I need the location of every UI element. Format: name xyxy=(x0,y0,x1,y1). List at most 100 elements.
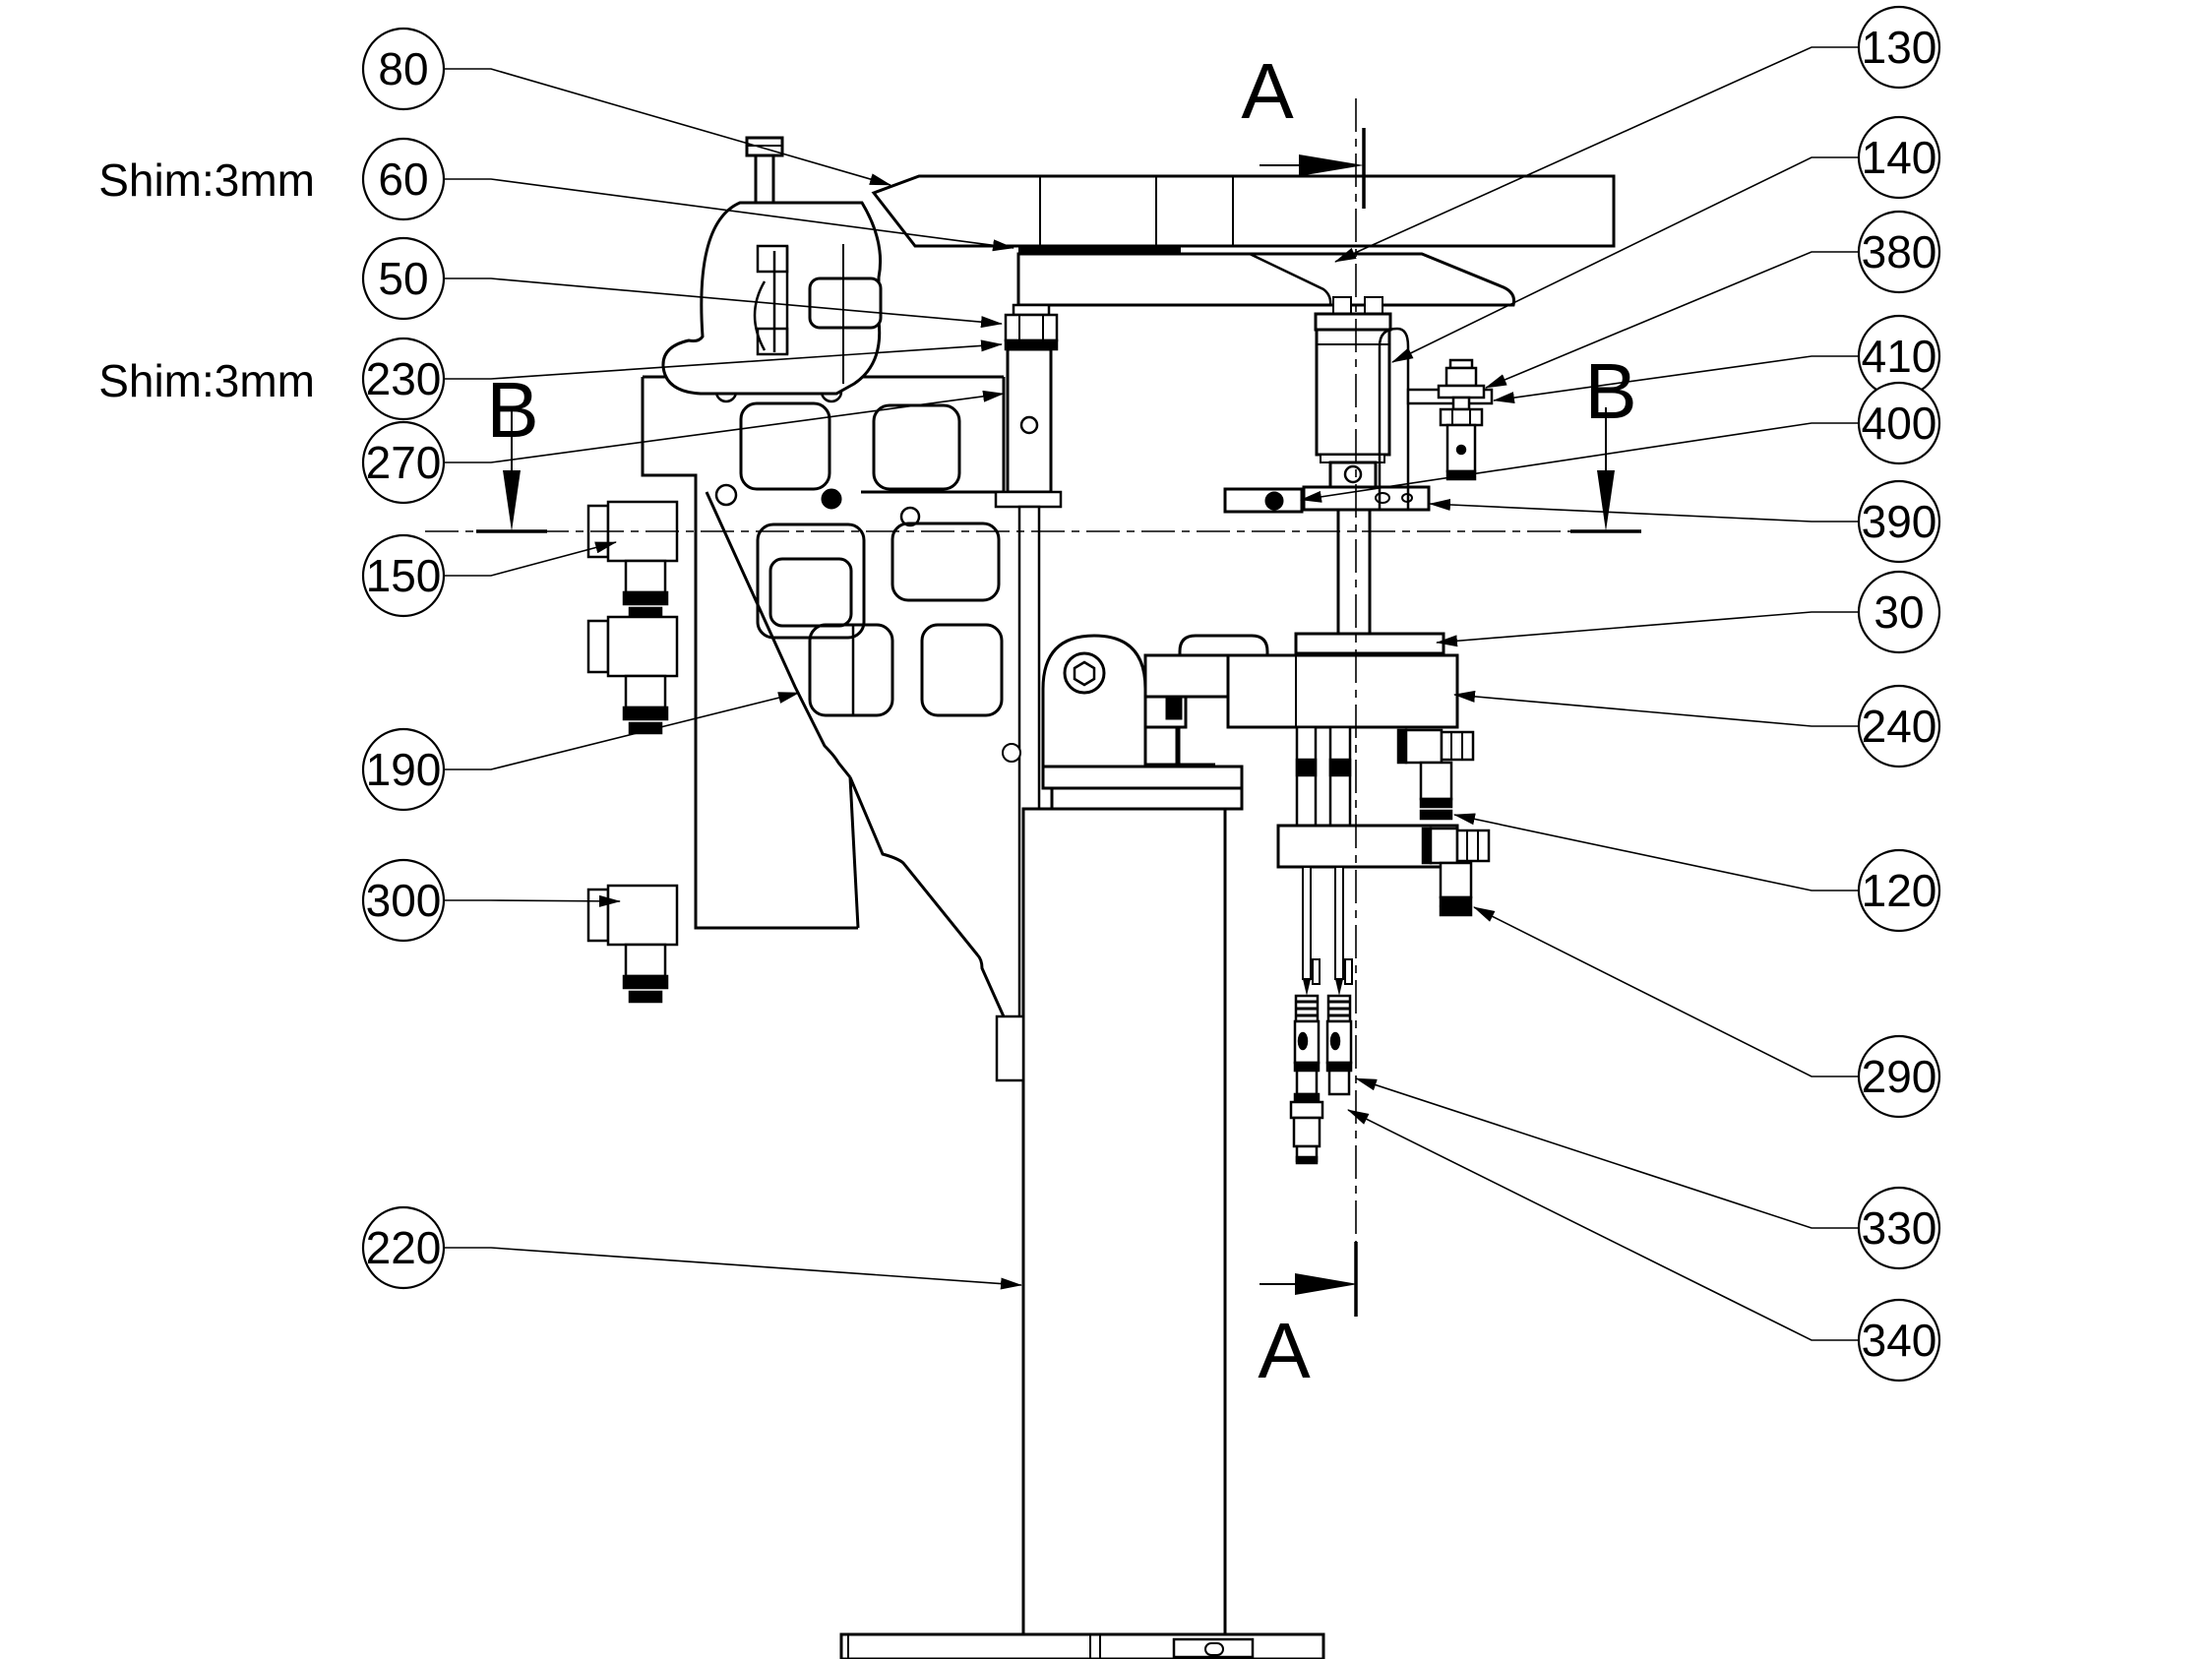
balloon-300: 300 xyxy=(361,858,621,943)
balloon-circle xyxy=(361,420,446,505)
leader-line-140 xyxy=(1391,156,1859,363)
balloon-circle xyxy=(361,727,446,812)
leader-line-240 xyxy=(1453,690,1859,727)
gripper-fittings xyxy=(1396,728,1491,917)
balloon-label: 150 xyxy=(366,550,442,601)
balloon-label: 120 xyxy=(1862,865,1937,916)
leader-line-120 xyxy=(1453,813,1859,891)
shim-60 xyxy=(1018,246,1181,254)
balloon-circle xyxy=(361,337,446,421)
balloon-label: 270 xyxy=(366,437,442,488)
leader-line-190 xyxy=(444,692,800,770)
fore-arm-plate xyxy=(1016,252,1515,307)
top-plate-30 xyxy=(1294,632,1445,655)
balloon-label: 220 xyxy=(366,1222,442,1273)
balloon-label: 410 xyxy=(1862,331,1937,382)
leader-line-290 xyxy=(1473,906,1859,1077)
leader-line-30 xyxy=(1436,611,1859,647)
balloon-circle xyxy=(1857,848,1941,933)
gripper-head xyxy=(1041,632,1459,811)
top-bolt xyxy=(754,154,775,205)
balloon-label: 290 xyxy=(1862,1051,1937,1102)
balloon-240: 240 xyxy=(1453,684,1941,768)
balloon-label: 400 xyxy=(1862,398,1937,449)
balloon-270: 270 xyxy=(361,390,1005,505)
balloon-circle xyxy=(361,1205,446,1290)
balloon-50: 50 xyxy=(361,236,1003,329)
section-letter-a-top: A xyxy=(1241,47,1294,135)
filled-hole xyxy=(821,488,842,510)
leader-line-400 xyxy=(1300,422,1859,503)
balloon-230: 230 xyxy=(361,337,1003,421)
side-plate xyxy=(641,375,1037,1075)
support-column xyxy=(995,807,1227,1636)
balloon-30: 30 xyxy=(1436,570,1941,654)
balloon-circle xyxy=(1857,1186,1941,1270)
leader-line-340 xyxy=(1347,1109,1859,1341)
balloon-330: 330 xyxy=(1355,1077,1941,1270)
leader-line-80 xyxy=(444,68,891,186)
balloon-label: 190 xyxy=(366,744,442,795)
balloon-label: 330 xyxy=(1862,1202,1937,1254)
shim-label-230: Shim:3mm xyxy=(98,355,315,406)
injector-right xyxy=(1325,994,1353,1096)
balloon-circle xyxy=(1857,684,1941,768)
balloon-label: 240 xyxy=(1862,701,1937,752)
balloon-circle xyxy=(1857,1034,1941,1119)
balloon-220: 220 xyxy=(361,1205,1022,1290)
balloon-80: 80 xyxy=(361,27,891,186)
section-b-right xyxy=(1570,407,1641,533)
balloon-circle xyxy=(1857,210,1941,294)
balloon-circle xyxy=(361,236,446,321)
section-letter-b-right: B xyxy=(1584,347,1636,435)
balloon-label: 340 xyxy=(1862,1315,1937,1366)
leader-line-270 xyxy=(444,390,1005,463)
section-arrow xyxy=(1597,470,1615,531)
section-a-bottom xyxy=(1260,1242,1358,1317)
fitting-middle xyxy=(586,615,679,735)
leader-line-300 xyxy=(444,894,621,907)
balloon-label: 140 xyxy=(1862,132,1937,183)
sensor-nut-380 xyxy=(1437,384,1486,399)
leader-line-230 xyxy=(444,339,1003,380)
balloon-circle xyxy=(361,533,446,618)
left-fittings xyxy=(586,500,679,1004)
spacer-nut xyxy=(1004,313,1059,342)
clamp-screw xyxy=(1264,491,1284,511)
balloon-410: 410 xyxy=(1493,314,1941,404)
balloon-390: 390 xyxy=(1429,479,1941,564)
balloon-label: 380 xyxy=(1862,226,1937,277)
balloon-circle xyxy=(1857,570,1941,654)
balloon-400: 400 xyxy=(1300,381,1941,503)
top-arm-plate xyxy=(871,174,1616,248)
balloon-340: 340 xyxy=(1347,1109,1941,1382)
balloon-label: 50 xyxy=(378,253,428,304)
leader-line-130 xyxy=(1334,46,1859,263)
balloon-190: 190 xyxy=(361,692,800,812)
balloon-150: 150 xyxy=(361,533,617,618)
balloon-130: 130 xyxy=(1334,5,1941,263)
balloon-circle xyxy=(361,137,446,221)
balloon-circle xyxy=(1857,479,1941,564)
base-plate xyxy=(839,1632,1325,1659)
balloon-120: 120 xyxy=(1453,813,1941,933)
section-arrow xyxy=(503,470,521,531)
leader-line-330 xyxy=(1355,1077,1859,1229)
balloon-140: 140 xyxy=(1391,115,1941,363)
leader-line-220 xyxy=(444,1247,1022,1290)
hex-socket-bolt xyxy=(1073,660,1096,687)
balloon-label: 230 xyxy=(366,353,442,404)
leader-line-50 xyxy=(444,277,1003,329)
balloon-label: 300 xyxy=(366,875,442,926)
leader-line-380 xyxy=(1485,251,1859,389)
section-letter-a-bottom: A xyxy=(1258,1307,1311,1394)
leader-line-410 xyxy=(1493,355,1859,404)
pneumatic-cylinder xyxy=(1223,296,1431,636)
balloon-290: 290 xyxy=(1473,906,1941,1119)
section-arrow xyxy=(1299,154,1364,176)
section-arrow xyxy=(1295,1273,1358,1295)
callout-balloons: 8060502302701501903002201301403804104003… xyxy=(361,5,1941,1382)
shim-label-60: Shim:3mm xyxy=(98,154,315,206)
leader-line-390 xyxy=(1429,498,1859,522)
